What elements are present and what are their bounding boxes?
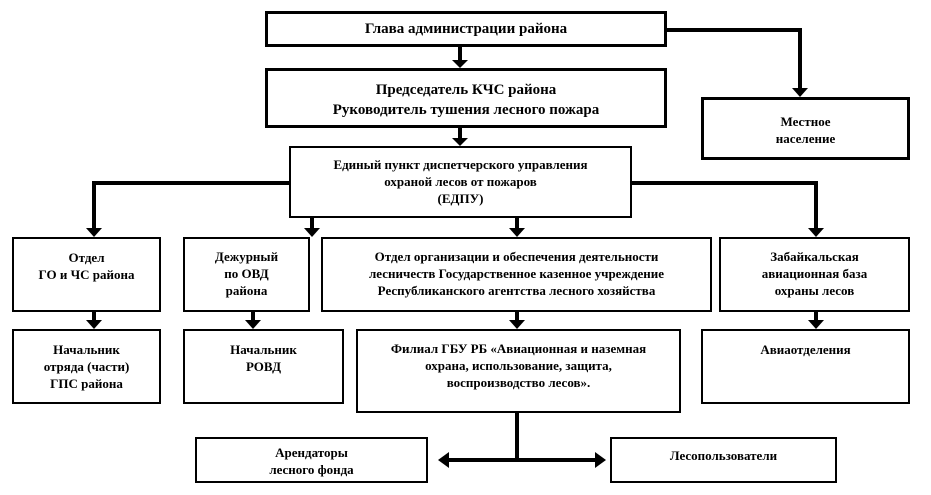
gbu-branch-label-3: воспроизводство лесов». <box>446 375 591 390</box>
gbu-branch-box: Филиал ГБУ РБ «Авиационная и наземная ох… <box>356 329 681 413</box>
gps-unit-chief-box: Начальник отряда (части) ГПС района <box>12 329 161 404</box>
aviation-units-label: Авиаотделения <box>760 342 851 357</box>
ovd-duty-officer-label-1: Дежурный <box>214 249 279 264</box>
forestry-organization-department-box: Отдел организации и обеспечения деятельн… <box>321 237 712 312</box>
aviation-base-box: Забайкальская авиационная база охраны ле… <box>719 237 910 312</box>
kchs-chairman-label-1: Председатель КЧС района <box>375 82 557 98</box>
local-population-label-2: население <box>775 131 836 146</box>
aviation-base-label-3: охраны лесов <box>774 283 855 298</box>
forest-tenants-label-2: лесного фонда <box>269 462 354 477</box>
edpu-label-3: (ЕДПУ) <box>437 191 484 206</box>
rovd-chief-box: Начальник РОВД <box>183 329 344 404</box>
forest-tenants-label-1: Арендаторы <box>275 445 348 460</box>
ovd-duty-officer-label-3: района <box>225 283 268 298</box>
go-chs-department-label-2: ГО и ЧС района <box>38 267 135 282</box>
forest-tenants-box: Арендаторы лесного фонда <box>195 437 428 483</box>
gbu-branch-label-1: Филиал ГБУ РБ «Авиационная и наземная <box>390 341 647 356</box>
aviation-base-label-2: авиационная база <box>761 266 868 281</box>
edpu-label-2: охраной лесов от пожаров <box>384 174 537 189</box>
gps-unit-chief-label-2: отряда (части) <box>43 359 130 374</box>
go-chs-department-box: Отдел ГО и ЧС района <box>12 237 161 312</box>
local-population-box: Местное население <box>701 97 910 160</box>
head-of-administration-box: Глава администрации района <box>265 11 667 47</box>
kchs-chairman-box: Председатель КЧС района Руководитель туш… <box>265 68 667 128</box>
forestry-organization-department-label-3: Республиканского агентства лесного хозяй… <box>377 283 656 298</box>
forestry-organization-department-label-2: лесничеств Государственное казенное учре… <box>369 266 664 281</box>
edpu-label-1: Единый пункт диспетчерского управления <box>333 157 588 172</box>
forest-users-label: Лесопользователи <box>669 448 778 463</box>
gps-unit-chief-label-1: Начальник <box>53 342 120 357</box>
kchs-chairman-label-2: Руководитель тушения лесного пожара <box>332 102 600 118</box>
rovd-chief-label-2: РОВД <box>245 359 282 374</box>
forestry-organization-department-label-1: Отдел организации и обеспечения деятельн… <box>374 249 659 264</box>
ovd-duty-officer-label-2: по ОВД <box>224 266 269 281</box>
local-population-label-1: Местное <box>780 114 831 129</box>
forest-users-box: Лесопользователи <box>610 437 837 483</box>
edpu-box: Единый пункт диспетчерского управления о… <box>289 146 632 218</box>
go-chs-department-label-1: Отдел <box>68 250 105 265</box>
ovd-duty-officer-box: Дежурный по ОВД района <box>183 237 310 312</box>
gbu-branch-label-2: охрана, использование, защита, <box>425 358 612 373</box>
rovd-chief-label-1: Начальник <box>230 342 297 357</box>
gps-unit-chief-label-3: ГПС района <box>50 376 123 391</box>
aviation-base-label-1: Забайкальская <box>770 249 859 264</box>
aviation-units-box: Авиаотделения <box>701 329 910 404</box>
head-of-administration-label: Глава администрации района <box>364 21 568 37</box>
